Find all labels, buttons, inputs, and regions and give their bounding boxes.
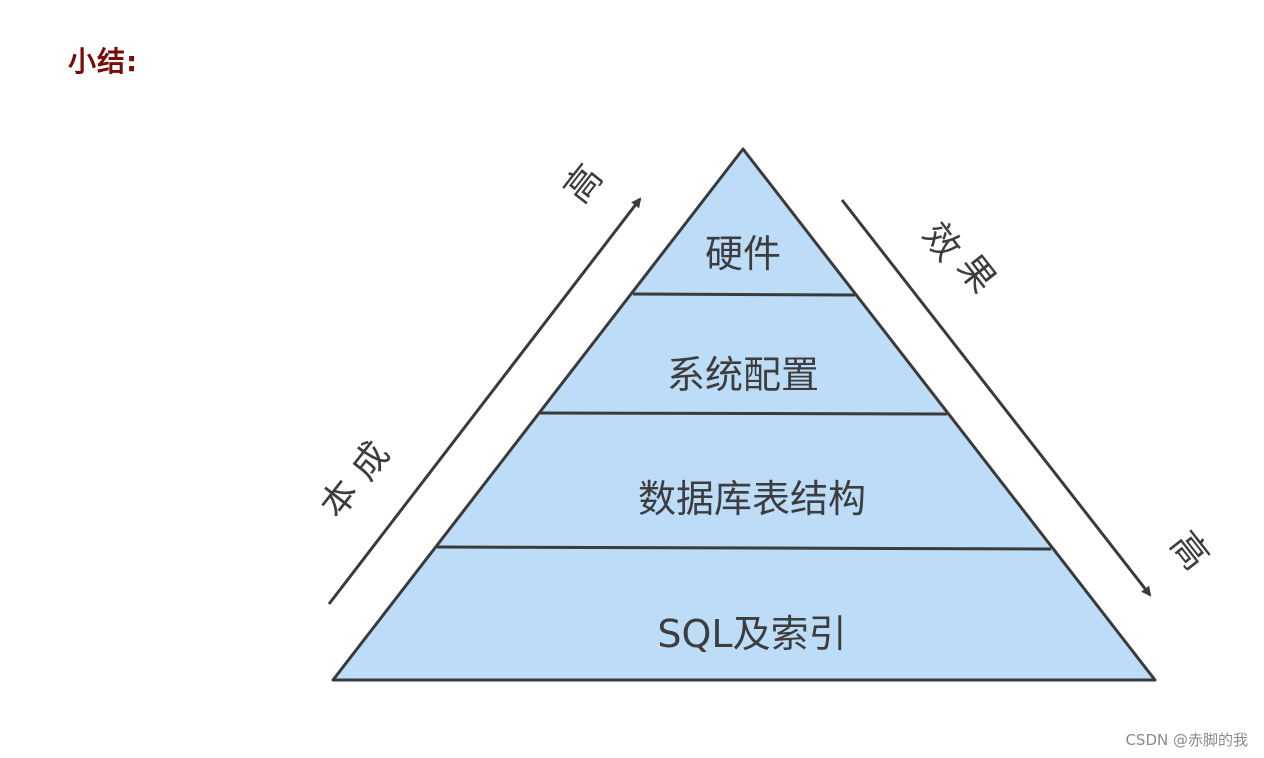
- layer-label-table-structure: 数据库表结构: [638, 477, 866, 521]
- layer-label-sql-index: SQL及索引: [657, 612, 846, 656]
- layer-divider: [436, 545, 1052, 551]
- effect-axis-label: 效 果: [914, 215, 1003, 301]
- effect-label-char: 果: [949, 247, 1003, 301]
- layer-label-system-config: 系统配置: [667, 353, 819, 397]
- cost-label-char: 成: [344, 434, 398, 488]
- layer-divider: [539, 411, 948, 416]
- layer-label-hardware: 硬件: [705, 232, 781, 276]
- watermark: CSDN @赤脚的我: [1125, 731, 1248, 749]
- effect-label-char: 效: [914, 215, 968, 269]
- cost-label-char: 本: [313, 472, 367, 526]
- layer-divider: [632, 292, 856, 297]
- cost-high-label: 高: [557, 157, 611, 211]
- cost-axis-label: 成 本: [313, 434, 398, 526]
- cost-arrow: [327, 197, 642, 605]
- effect-high-label: 高: [1162, 524, 1216, 578]
- effect-arrow: [840, 199, 1152, 597]
- summary-heading: 小结:: [68, 45, 139, 78]
